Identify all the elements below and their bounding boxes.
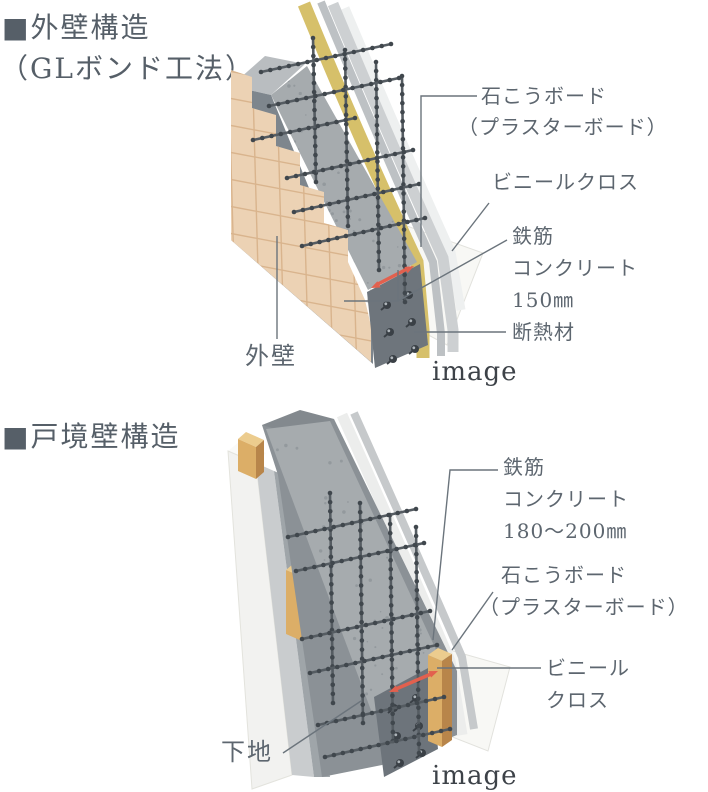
partition-wall-illustration [227, 410, 511, 790]
exterior-wall-illustration [231, 0, 484, 368]
image-caption-2: image [432, 761, 518, 791]
label-insulation: 断熱材 [512, 320, 575, 344]
label-gypsum-board-1: 石こうボード [481, 84, 607, 108]
label-rebar-thickness: 150㎜ [512, 288, 575, 312]
label-rebar-thickness: 180〜200㎜ [503, 519, 628, 543]
section1-heading-line1: ■外壁構造 [2, 11, 151, 44]
label-rebar-1: 鉄筋 [512, 224, 554, 248]
label-rebar-2: コンクリート [503, 487, 629, 511]
section1-heading-line2: （GLボンド工法） [0, 52, 255, 85]
label-rebar-2: コンクリート [512, 256, 638, 280]
label-outer-wall: 外壁 [245, 342, 297, 370]
label-vinyl-cloth-1: ビニール [546, 656, 630, 680]
label-gypsum-board-1: 石こうボード [501, 563, 627, 587]
image-caption-1: image [432, 357, 518, 387]
label-gypsum-board-2: （プラスターボード） [458, 115, 668, 139]
label-gypsum-board-2: （プラスターボード） [479, 595, 689, 619]
label-vinyl-cloth-2: クロス [546, 688, 609, 712]
concrete-cut-surface [266, 421, 444, 713]
thickness-arrow [389, 671, 438, 692]
label-rebar-1: 鉄筋 [503, 455, 545, 479]
label-vinyl-cloth: ビニールクロス [492, 170, 639, 194]
section2-heading: ■戸境壁構造 [2, 420, 181, 453]
label-base: 下地 [221, 738, 273, 766]
